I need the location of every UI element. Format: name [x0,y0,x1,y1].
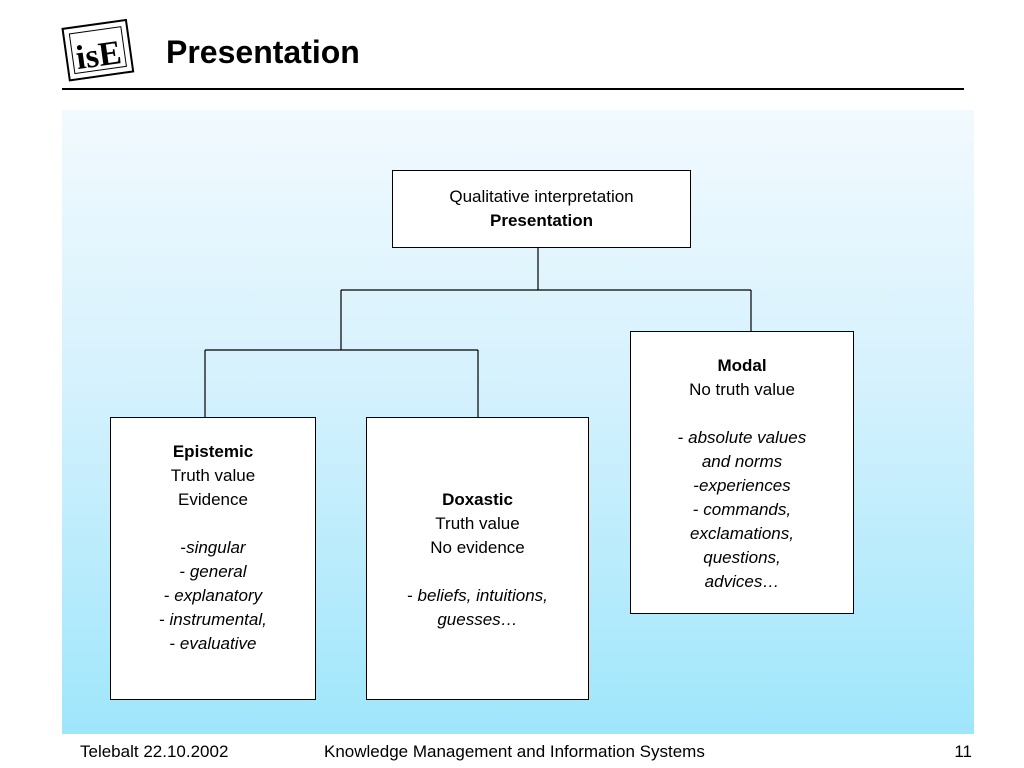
epistemic-item: - explanatory [111,584,315,608]
root-line2: Presentation [490,211,593,230]
slide-title: Presentation [166,34,360,70]
modal-item: -experiences [631,474,853,498]
item-text: questions, [703,548,781,567]
doxastic-heading: Doxastic [442,490,513,509]
epistemic-heading: Epistemic [172,442,254,461]
item-prefix: - [179,562,190,581]
modal-line1: No truth value [689,380,795,399]
item-text: beliefs, intuitions, [417,586,548,605]
item-text: exclamations, [690,524,794,543]
item-text: evaluative [179,634,257,653]
doxastic-item: - beliefs, intuitions, [367,584,588,608]
item-prefix: - [677,428,689,447]
epistemic-line2: Evidence [178,490,248,509]
epistemic-item: -singular [111,536,315,560]
item-text: advices… [704,572,780,591]
item-text: explanatory [174,586,263,605]
modal-item: - commands, [631,498,853,522]
item-text: singular [186,538,246,557]
item-prefix: - [163,586,175,605]
doxastic-item-continued: guesses… [437,610,518,629]
item-prefix: - [169,634,180,653]
item-text: general [189,562,247,581]
epistemic-spacer [111,512,315,536]
item-prefix: - [692,500,704,519]
item-text: absolute values [688,428,807,447]
item-prefix: - [693,476,699,495]
modal-heading: Modal [717,356,767,375]
node-qualitative-interpretation: Qualitative interpretation Presentation [392,170,691,248]
epistemic-item: - general [111,560,315,584]
item-text: experiences [699,476,791,495]
modal-item: questions, [631,546,853,570]
page-number: 11 [954,742,972,761]
item-text: commands, [703,500,792,519]
node-epistemic: Epistemic Truth value Evidence -singular… [110,417,316,700]
item-text: and norms [701,452,783,471]
title-divider [62,88,964,90]
modal-spacer [631,402,853,426]
modal-item: exclamations, [631,522,853,546]
footer-date: Telebalt 22.10.2002 [80,742,229,761]
item-text: instrumental, [169,610,267,629]
footer-title: Knowledge Management and Information Sys… [324,742,705,761]
epistemic-line1: Truth value [170,466,256,485]
ise-logo: isE [60,14,138,88]
modal-item: advices… [631,570,853,594]
modal-item: - absolute values [631,426,853,450]
item-prefix: - [159,610,170,629]
doxastic-spacer [367,560,588,584]
modal-item: and norms [631,450,853,474]
node-doxastic: Doxastic Truth value No evidence - belie… [366,417,589,700]
doxastic-line2: No evidence [430,538,525,557]
item-prefix: - [180,538,187,557]
root-line1: Qualitative interpretation [449,187,634,206]
epistemic-item: - instrumental, [111,608,315,632]
logo-text: isE [74,34,124,77]
node-modal: Modal No truth value - absolute values a… [630,331,854,614]
item-prefix: - [407,586,418,605]
epistemic-item: - evaluative [111,632,315,656]
doxastic-line1: Truth value [435,514,520,533]
